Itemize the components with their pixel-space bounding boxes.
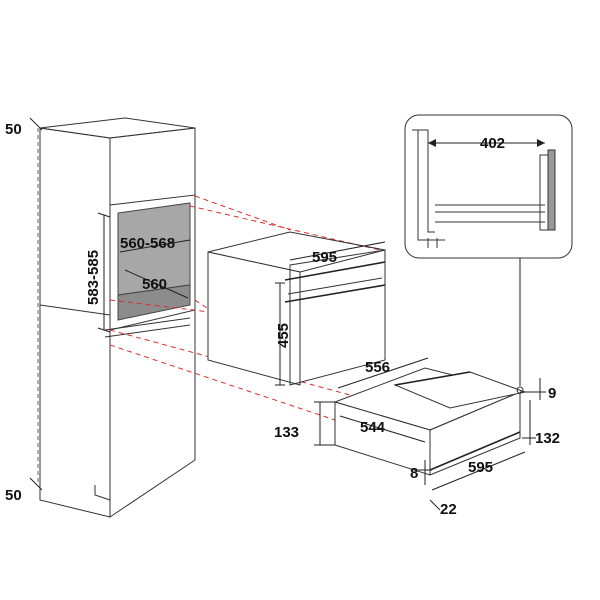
drawer-width-line [431, 451, 526, 491]
drawer-front [429, 391, 521, 476]
oven-side [207, 251, 301, 386]
tick [97, 327, 111, 333]
dim-drawer-depth-top: 556 [365, 359, 390, 376]
cabinet-side [109, 127, 196, 518]
drawer-inner-depth-line [339, 415, 426, 443]
arrow-head [428, 139, 436, 147]
dim-cabinet-top-gap: 50 [5, 121, 22, 138]
oven-front [289, 249, 386, 386]
detail-rail-inner [417, 130, 445, 241]
dim-niche-depth: 560 [142, 276, 167, 293]
dim-drawer-height: 132 [535, 430, 560, 447]
oven-control-panel [284, 261, 386, 281]
detail-frame [404, 114, 573, 259]
dim-drawer-front-depth: 22 [440, 501, 457, 518]
dim-niche-width: 560-568 [120, 235, 175, 252]
drawer-depth-line [337, 357, 429, 389]
dim-drawer-front-height: 133 [274, 424, 299, 441]
dim-oven-width: 595 [312, 249, 337, 266]
dim-cabinet-bottom-gap: 50 [5, 487, 22, 504]
arrow-head [537, 139, 545, 147]
tall-cabinet [39, 117, 196, 518]
guide-line [194, 195, 291, 231]
dim-drawer-inner-depth: 544 [360, 419, 386, 436]
tick [29, 477, 43, 491]
cabinet-divider [39, 304, 111, 316]
dim-drawer-gap-top: 9 [548, 385, 556, 402]
guide-line [109, 299, 211, 313]
drawer-inner-edge [394, 371, 471, 386]
oven-width-line [289, 241, 386, 261]
dim-drawer-base-offset: 8 [410, 465, 418, 482]
tick [97, 212, 111, 218]
detail-rail [412, 129, 435, 233]
detail-front-face [547, 149, 556, 231]
dim-detail-depth: 402 [480, 135, 505, 152]
tick [29, 117, 43, 131]
cabinet-front [39, 127, 111, 518]
oven-handle [287, 277, 383, 295]
detail-callout: 402 [404, 114, 573, 259]
niche-width-line [119, 239, 191, 253]
cabinet-top [39, 117, 196, 139]
drawer-base-edge [429, 431, 521, 471]
cabinet-plinth [94, 485, 111, 501]
niche-depth-line [124, 269, 189, 299]
detail-leader-dot [516, 386, 524, 394]
drawer-inner [393, 371, 527, 409]
oven-door-top [284, 284, 386, 303]
dim-niche-height: 583-585 [85, 250, 102, 305]
niche-shelf [104, 317, 191, 331]
niche-shelf-edge [104, 324, 191, 338]
dim-oven-height: 455 [275, 323, 292, 348]
oven-unit [207, 231, 386, 386]
dim-drawer-width: 595 [468, 459, 493, 476]
guide-line [109, 329, 351, 396]
drawer-front-depth-line [429, 499, 441, 511]
guide-line [109, 344, 336, 421]
